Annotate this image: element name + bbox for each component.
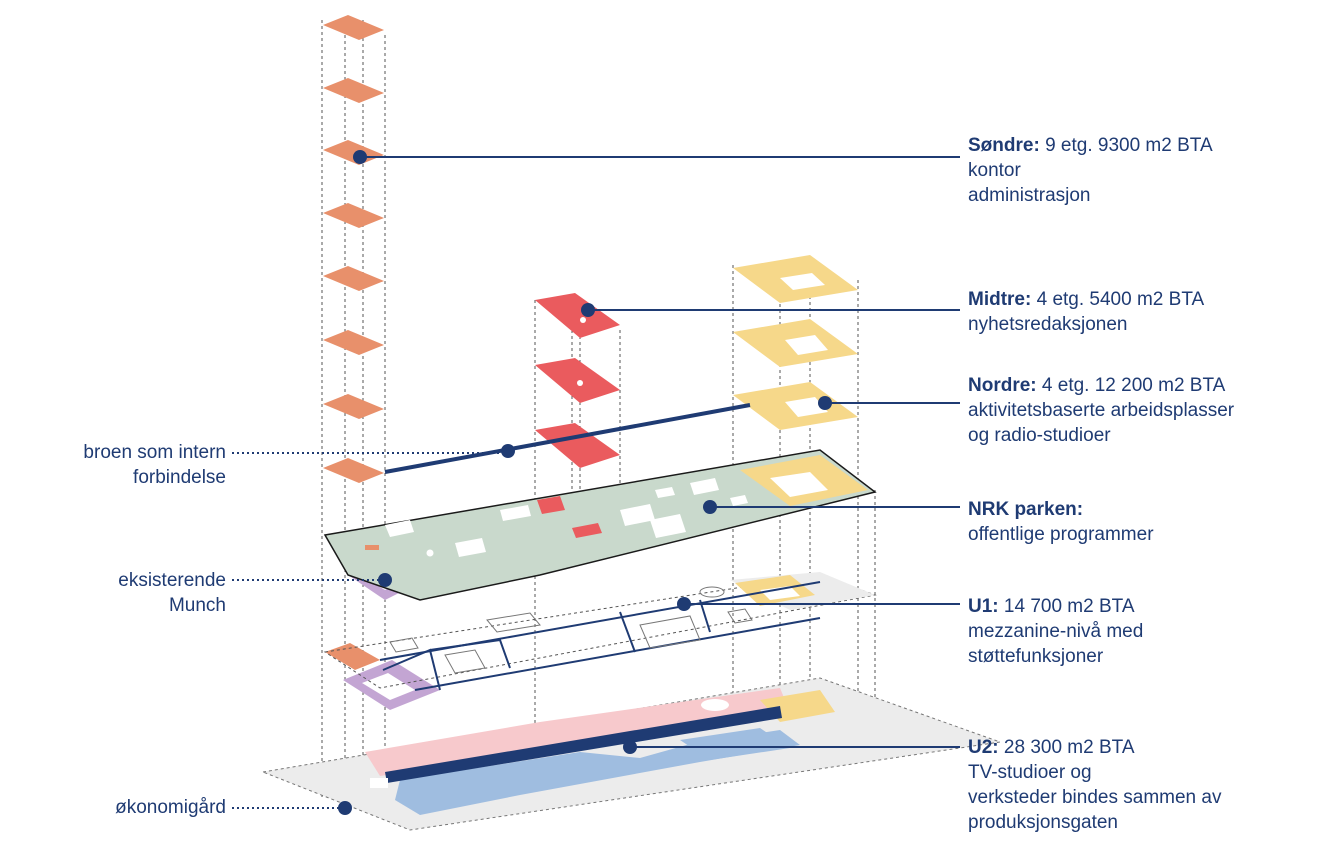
label-text: 14 700 m2 BTA	[1003, 596, 1135, 617]
bridge-line	[384, 403, 751, 474]
label-text: 4 etg. 12 200 m2 BTA	[1041, 375, 1226, 396]
label-title: Midtre:	[968, 289, 1032, 310]
leader-lines-left	[232, 452, 508, 809]
level-u1	[323, 572, 877, 691]
marker-okonomigard	[338, 801, 352, 815]
label-nordre: Nordre: 4 etg. 12 200 m2 BTA aktivitetsb…	[968, 373, 1234, 448]
marker-u1	[677, 597, 691, 611]
label-okonomigard: økonomigård	[115, 795, 226, 820]
level-u2	[165, 677, 1001, 831]
label-title: NRK parken:	[968, 499, 1084, 520]
marker-dots	[338, 150, 832, 815]
leader-lines-right	[360, 156, 960, 748]
marker-sondre	[353, 150, 367, 164]
marker-bridge	[501, 444, 515, 458]
label-text: 4 etg. 5400 m2 BTA	[1036, 289, 1205, 310]
tower-midtre	[535, 293, 620, 468]
label-sondre: Søndre: 9 etg. 9300 m2 BTA kontor admini…	[968, 133, 1213, 208]
label-bridge: broen som intern forbindelse	[83, 440, 226, 490]
label-line: og radio-studioer	[968, 425, 1111, 446]
orange-floor-low	[325, 643, 380, 670]
label-title: U2:	[968, 737, 999, 758]
label-title: Nordre:	[968, 375, 1037, 396]
label-line: mezzanine-nivå med	[968, 621, 1144, 642]
marker-nrk-parken	[703, 500, 717, 514]
label-text: 28 300 m2 BTA	[1003, 737, 1135, 758]
label-line: eksisterende	[118, 570, 226, 591]
marker-nordre	[818, 396, 832, 410]
label-line: nyhetsredaksjonen	[968, 314, 1128, 335]
label-u2: U2: 28 300 m2 BTA TV-studioer og verkste…	[968, 735, 1221, 835]
marker-u2	[623, 740, 637, 754]
marker-munch	[378, 573, 392, 587]
label-line: støttefunksjoner	[968, 646, 1104, 667]
label-line: verksteder bindes sammen av	[968, 787, 1222, 808]
label-line: broen som intern	[83, 442, 226, 463]
label-line: forbindelse	[133, 467, 226, 488]
label-line: offentlige programmer	[968, 524, 1154, 545]
label-line: kontor	[968, 160, 1021, 181]
tower-sondre	[323, 15, 384, 483]
marker-midtre	[581, 303, 595, 317]
label-line: TV-studioer og	[968, 762, 1092, 783]
label-line: Munch	[168, 595, 226, 616]
label-nrk-parken: NRK parken: offentlige programmer	[968, 497, 1154, 547]
label-line: økonomigård	[115, 797, 226, 818]
tower-nordre	[733, 255, 858, 430]
label-u1: U1: 14 700 m2 BTA mezzanine-nivå med stø…	[968, 594, 1143, 669]
label-line: produksjonsgaten	[968, 812, 1118, 833]
label-text: 9 etg. 9300 m2 BTA	[1045, 135, 1213, 156]
label-midtre: Midtre: 4 etg. 5400 m2 BTA nyhetsredaksj…	[968, 287, 1204, 337]
level-nrk-parken	[323, 449, 877, 601]
label-title: U1:	[968, 596, 999, 617]
label-munch: eksisterende Munch	[118, 568, 226, 618]
label-line: aktivitetsbaserte arbeidsplasser	[968, 400, 1235, 421]
label-line: administrasjon	[968, 185, 1091, 206]
label-title: Søndre:	[968, 135, 1040, 156]
